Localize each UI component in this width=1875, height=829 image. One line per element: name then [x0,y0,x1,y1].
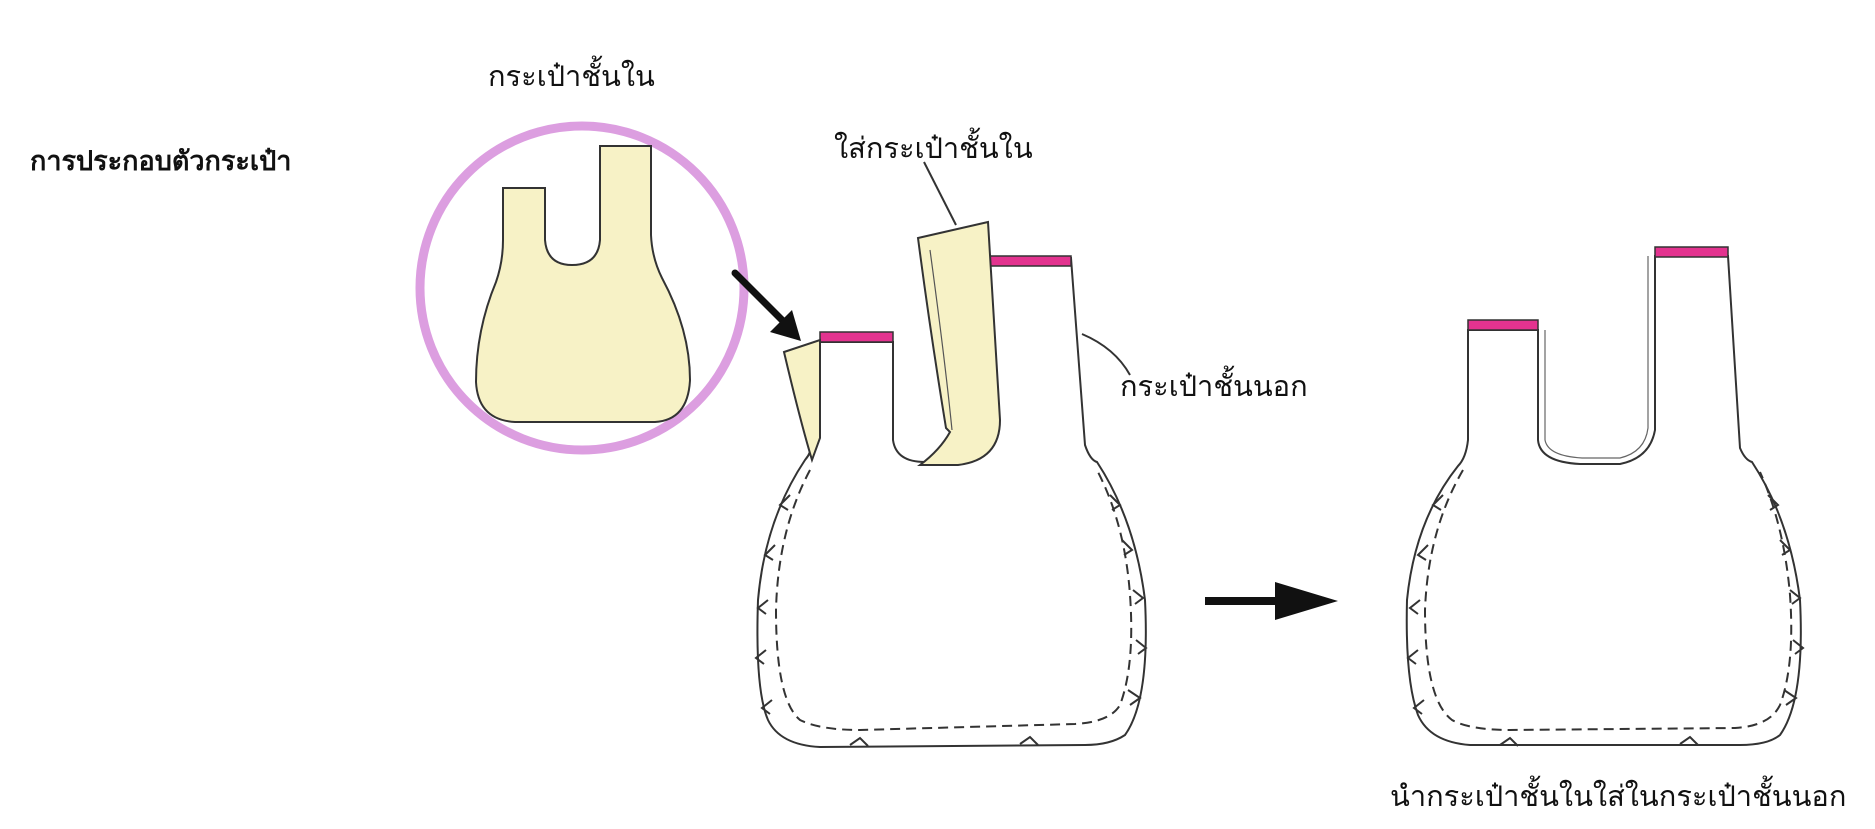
arrow-down-right-icon [731,269,801,341]
finished-bag [1405,246,1805,747]
inner-bag-callout [415,121,749,455]
stitch-line [774,469,1133,732]
outer-leader-line [1081,333,1131,376]
inner-bag-shape [474,145,692,423]
binding-right [989,255,1072,267]
result-caption: นำกระเป๋าชั้นในใส่ในกระเป๋าชั้นนอก [1390,779,1847,813]
finished-stitch-line [1423,469,1793,732]
binding-left [819,331,894,343]
insert-inner-bag-label: ใส่กระเป๋าชั้นใน [834,131,1033,165]
inner-bag-label: กระเป๋าชั้นใน [488,59,655,93]
highlight-circle [415,121,749,455]
finished-binding-right [1654,246,1729,258]
insert-leader-line [923,161,957,226]
outer-bag-label: กระเป๋าชั้นนอก [1120,369,1308,403]
inner-bag-strap-insert [916,220,1002,466]
arrow-right-icon [1205,582,1338,620]
seam-notches [754,494,1148,747]
inner-bag-flap-left [782,338,821,464]
diagram-title: การประกอบตัวกระเป๋า [30,146,292,177]
middle-assembly-bag [754,220,1148,749]
finished-seam-notches [1406,494,1805,747]
finished-bag-body [1405,255,1802,746]
finished-binding-left [1467,319,1539,331]
